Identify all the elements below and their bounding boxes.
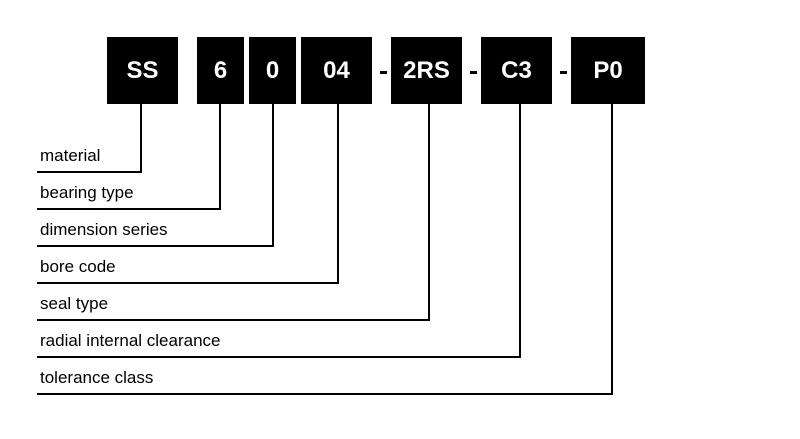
code-box-bore-code: 04 [301,37,372,104]
label-radial-internal-clearance: radial internal clearance [40,331,221,350]
label-bore-code: bore code [40,257,116,276]
label-tolerance-class: tolerance class [40,368,154,387]
code-box-material: SS [107,37,178,104]
connector-line-dimension-series [37,104,274,247]
code-box-bearing-type: 6 [197,37,244,104]
label-dimension-series: dimension series [40,220,168,239]
separator-dash [380,71,387,74]
connector-line-radial-internal-clearance [37,104,521,358]
connector-line-material [37,104,142,173]
label-material: material [40,146,101,165]
code-box-dimension-series: 0 [249,37,296,104]
separator-dash [470,71,477,74]
connector-line-bore-code [37,104,339,284]
connector-line-bearing-type [37,104,221,210]
separator-dash [560,71,567,74]
code-box-radial-internal-clearance: C3 [481,37,552,104]
label-bearing-type: bearing type [40,183,134,202]
code-box-seal-type: 2RS [391,37,462,104]
connector-line-tolerance-class [37,104,613,395]
label-seal-type: seal type [40,294,109,313]
connector-line-seal-type [37,104,430,321]
code-box-tolerance-class: P0 [571,37,645,104]
